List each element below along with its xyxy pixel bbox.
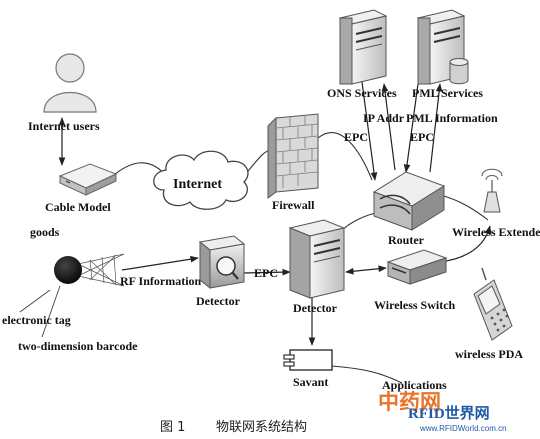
epc-label-right: EPC xyxy=(410,130,434,144)
watermark-text-2: RFID世界网 xyxy=(408,404,490,422)
router-pml-info-arrow xyxy=(429,83,443,173)
firewall-router-wire xyxy=(317,132,373,181)
ons-server-icon xyxy=(338,9,388,85)
watermark-logo: 中药网 RFID世界网 www.RFIDWorld.com.cn xyxy=(378,390,507,433)
applications-label: Applications xyxy=(382,378,447,392)
pml-router-epc-arrow xyxy=(403,83,419,173)
internet-label: Internet xyxy=(173,177,222,192)
router-icon xyxy=(372,171,446,231)
tag-pointer-lines xyxy=(19,285,61,338)
two-dimension-barcode-label: two-dimension barcode xyxy=(18,339,138,353)
savant-icon xyxy=(283,349,333,371)
connections xyxy=(58,81,492,384)
internet-user-icon xyxy=(43,53,97,113)
router-label: Router xyxy=(388,233,425,247)
savant-applications-wire xyxy=(329,365,403,384)
detector-switch-arrow xyxy=(345,265,387,275)
ons-router-epc-arrow xyxy=(361,81,378,181)
wireless-switch-icon xyxy=(386,249,448,285)
detector-server-icon xyxy=(288,219,346,299)
watermark-text-1: 中药网 xyxy=(378,390,441,414)
pml-information-label: PML Information xyxy=(406,111,498,125)
cable-model-icon xyxy=(58,163,118,196)
router-extender-wire xyxy=(439,194,489,221)
rf-info-arrow xyxy=(121,255,199,271)
electronic-tag-icon xyxy=(54,256,82,284)
epc-label-left: EPC xyxy=(344,130,368,144)
rf-beam xyxy=(77,253,125,287)
epc-mid-label: EPC xyxy=(254,266,278,280)
firewall-icon xyxy=(267,113,319,199)
detector-server-label: Detector xyxy=(293,301,338,315)
electronic-tag-label: electronic tag xyxy=(2,313,71,327)
figure-caption: 物联网系统结构 xyxy=(216,420,307,435)
ons-services-label: ONS Services xyxy=(327,86,397,100)
pml-services-label: PML Services xyxy=(412,86,483,100)
figure-number: 图 1 xyxy=(160,420,185,435)
savant-label: Savant xyxy=(293,375,328,389)
wireless-extender-icon xyxy=(481,168,503,213)
switch-extender-arrow xyxy=(439,225,492,263)
rf-information-label: RF Information xyxy=(120,274,202,288)
firewall-label: Firewall xyxy=(272,198,315,212)
goods-label: goods xyxy=(30,225,60,239)
watermark-url: www.RFIDWorld.com.cn xyxy=(419,424,507,433)
database-icon xyxy=(449,58,469,85)
wireless-extender-label: Wireless Extender xyxy=(452,225,540,239)
wireless-pda-icon xyxy=(473,267,513,341)
detector-reader-label: Detector xyxy=(196,294,241,308)
cable-model-label: Cable Model xyxy=(45,200,111,214)
internet-users-label: Internet users xyxy=(28,119,100,133)
detector-epc-arrow xyxy=(242,268,291,276)
detector-reader-icon xyxy=(198,235,246,290)
ip-addr-label: IP Addr xyxy=(363,111,405,125)
router-ons-ipaddr-arrow xyxy=(381,83,396,171)
wireless-pda-label: wireless PDA xyxy=(455,347,523,361)
wireless-switch-label: Wireless Switch xyxy=(374,298,456,312)
internet-cloud xyxy=(153,150,249,210)
